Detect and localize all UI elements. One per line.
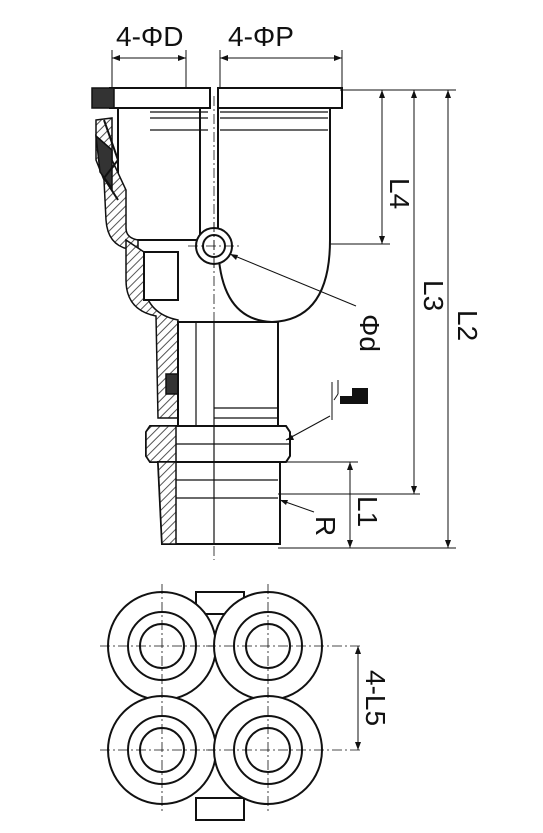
bottom-view: 4-L5 [100,584,391,821]
label-tube-pitch: 4-ΦP [228,21,294,52]
label-l5: 4-L5 [360,670,391,726]
label-port-diameter: 4-ΦD [116,21,183,52]
seal-symbol-icon [285,380,368,441]
port-bottom-left [100,688,224,812]
port-bottom-right [206,688,362,812]
top-dimensions [111,50,343,92]
label-l1: L1 [352,496,383,527]
label-l3: L3 [418,280,449,311]
label-thread: R [310,516,341,536]
right-dimensions [278,89,456,549]
label-l2: L2 [452,310,483,341]
port-top-left [100,584,224,708]
label-hole-diameter: Φd [354,314,385,352]
label-l4: L4 [384,178,415,209]
side-view: L4 L3 L2 L1 Φd R 4-ΦD 4-ΦP [91,21,483,560]
